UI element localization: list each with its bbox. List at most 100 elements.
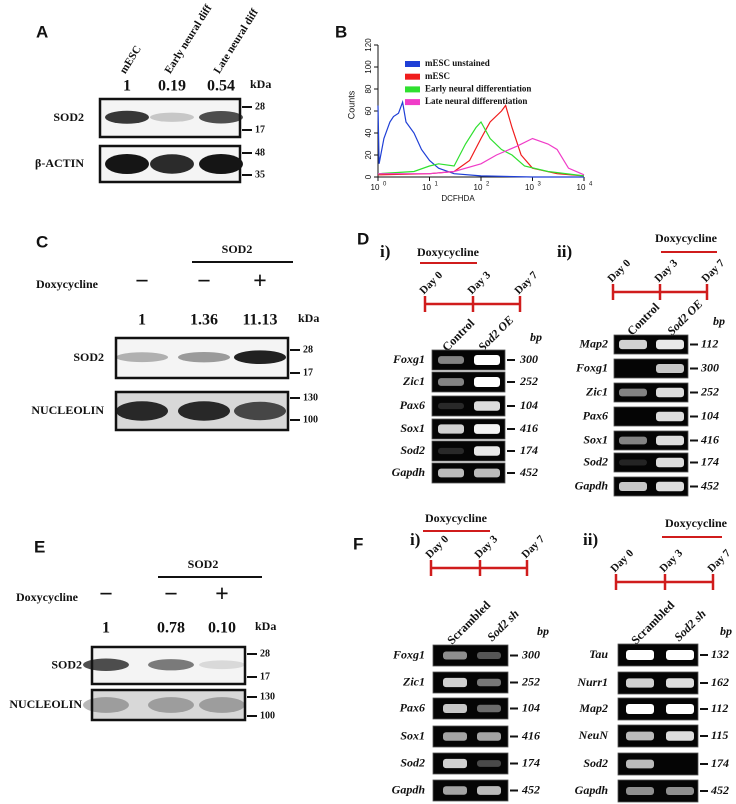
series-line-1: [377, 104, 585, 177]
pcr-band: [656, 364, 684, 373]
gel-lane-strip: [617, 697, 699, 721]
band-ratio: 1.36: [190, 312, 218, 329]
marker-label: 35: [255, 169, 265, 180]
bp-value: 452: [710, 783, 729, 797]
bp-value: 252: [519, 374, 538, 388]
bp-value: 174: [701, 454, 719, 468]
pcr-band: [619, 482, 647, 491]
bp-value: 112: [701, 336, 718, 350]
band: [199, 697, 245, 713]
legend-swatch: [405, 86, 420, 93]
subpanel-numeral: i): [380, 242, 390, 261]
bp-label: bp: [720, 624, 732, 638]
gene-label: Map2: [578, 336, 608, 350]
gene-label: Gapdh: [575, 783, 609, 797]
gene-label: Nurr1: [576, 675, 608, 689]
treatment-label: Doxycycline: [36, 277, 99, 291]
bp-label: bp: [530, 330, 542, 344]
legend-label: mESC: [425, 71, 450, 81]
lane-label: Scrambled: [628, 598, 677, 647]
bp-value: 416: [519, 421, 538, 435]
marker-label: 17: [303, 367, 313, 378]
subpanel-numeral: i): [410, 530, 420, 549]
band-ratio: 1: [123, 78, 131, 95]
gene-label: Tau: [589, 647, 608, 661]
pcr-band: [443, 732, 467, 741]
gel-lane-strip: [613, 382, 689, 403]
pcr-band: [438, 424, 464, 434]
pcr-band: [656, 411, 684, 422]
day-label: Day 7: [519, 533, 547, 561]
pcr-band: [438, 468, 464, 478]
pcr-band: [474, 401, 500, 411]
band: [150, 154, 194, 174]
band: [105, 110, 149, 124]
bp-value: 416: [521, 728, 540, 742]
gene-label: Pax6: [400, 398, 425, 412]
x-tick-label: 10: [525, 183, 534, 192]
marker-label: 28: [303, 344, 313, 355]
lane-label: Scrambled: [444, 598, 493, 647]
band: [234, 350, 286, 365]
y-axis-label: Counts: [346, 90, 356, 119]
pcr-band: [443, 758, 467, 769]
lane-label: Sod2 sh: [484, 606, 522, 644]
day-label: Day 0: [608, 547, 636, 575]
panel-label: E: [34, 537, 45, 556]
y-tick-label: 60: [364, 106, 373, 115]
pcr-band: [619, 459, 647, 466]
gene-label: Sod2: [400, 755, 425, 769]
pcr-band: [666, 787, 694, 795]
kda-label: kDa: [298, 311, 319, 325]
gel-lane-strip: [432, 779, 509, 802]
treatment-sign: +: [215, 582, 229, 608]
bp-value: 115: [711, 728, 728, 742]
pcr-band: [619, 339, 647, 350]
treatment-sign: −: [99, 582, 113, 608]
pcr-band: [666, 678, 694, 688]
x-tick-label: 10: [371, 183, 380, 192]
y-tick-label: 100: [364, 60, 373, 74]
band: [105, 154, 149, 174]
gel-lane-strip: [431, 395, 506, 417]
treatment-sign: −: [197, 269, 211, 295]
blot-membrane: [90, 688, 247, 722]
gene-label: Zic1: [402, 674, 425, 688]
day-label: Day 3: [652, 257, 680, 285]
series-line-3: [378, 137, 585, 176]
lane-label: Sod2 OE: [475, 313, 516, 354]
blot-label: NUCLEOLIN: [9, 697, 82, 711]
day-label: Day 0: [605, 257, 633, 285]
blot-label: NUCLEOLIN: [31, 403, 104, 417]
pcr-band: [477, 652, 501, 659]
treatment-label: Doxycycline: [417, 245, 480, 259]
kda-label: kDa: [255, 619, 276, 633]
pcr-band: [619, 436, 647, 445]
x-tick-label: 10: [474, 183, 483, 192]
pcr-band: [626, 704, 654, 714]
group-label: SOD2: [188, 557, 219, 571]
lane-label: Control: [624, 300, 662, 338]
gel-row-gapdh: Gapdh 452: [575, 779, 729, 803]
day-label: Day 3: [657, 547, 685, 575]
gene-label: Sox1: [400, 728, 425, 742]
bp-value: 252: [700, 384, 719, 398]
pcr-band: [474, 377, 500, 387]
band-ratio: 0.54: [207, 78, 235, 95]
treatment-sign: +: [253, 269, 267, 295]
pcr-band: [443, 677, 467, 688]
